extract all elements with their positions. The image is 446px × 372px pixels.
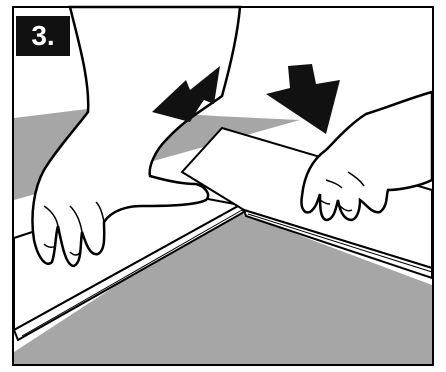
step-number: 3. — [31, 22, 54, 50]
step-number-badge: 3. — [16, 16, 70, 56]
